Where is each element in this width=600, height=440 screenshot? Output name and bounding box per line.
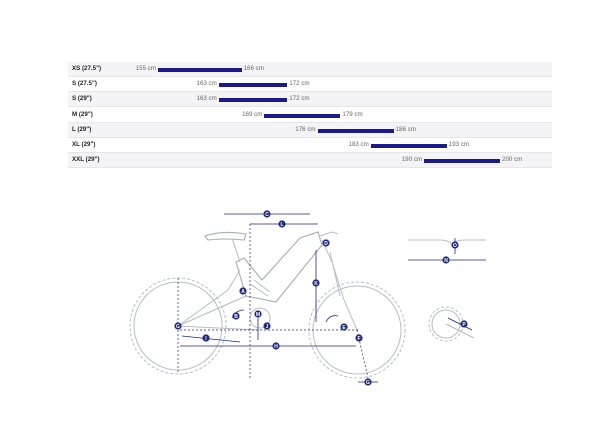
height-range-bar	[218, 98, 288, 103]
handlebar-detail	[408, 239, 486, 245]
max-height-label: 172 cm	[289, 95, 310, 103]
max-height-label: 200 cm	[502, 156, 523, 164]
min-height-label: 163 cm	[196, 95, 217, 103]
min-height-label: 155 cm	[135, 65, 156, 72]
max-height-label: 179 cm	[342, 110, 363, 118]
min-height-label: 190 cm	[401, 156, 422, 164]
svg-text:K: K	[314, 281, 318, 287]
marker-bb-height: J	[263, 322, 271, 330]
min-height-label: 169 cm	[242, 110, 263, 118]
rear-triangle	[177, 269, 259, 331]
min-height-label: 176 cm	[295, 125, 316, 133]
size-label: S (29")	[72, 95, 92, 103]
size-row: S (29") 163 cm 172 cm	[68, 92, 552, 108]
max-height-label: 186 cm	[395, 125, 416, 133]
size-label: M (29")	[72, 110, 93, 118]
marker-head-angle: E	[340, 323, 348, 331]
marker-reach: L	[278, 220, 286, 228]
marker-wheelbase: H	[272, 342, 280, 350]
size-row: S (27.5") 163 cm 172 cm	[68, 77, 552, 93]
marker-trail: G	[364, 378, 372, 386]
height-range-bar	[218, 83, 288, 88]
svg-text:B: B	[234, 314, 238, 320]
marker-rise: O	[451, 241, 459, 249]
svg-text:G: G	[366, 380, 370, 386]
svg-text:C: C	[265, 212, 269, 218]
marker-head-tube: D	[322, 239, 330, 247]
size-label: XL (29")	[72, 141, 96, 148]
size-label: XXL (29")	[72, 156, 100, 164]
marker-seat-tube: A	[239, 287, 247, 295]
marker-fork-offset: F	[355, 334, 363, 342]
height-range-bar	[264, 113, 341, 118]
max-height-label: 193 cm	[448, 141, 470, 148]
head-angle-arc	[325, 315, 339, 323]
svg-text:I: I	[205, 336, 207, 342]
marker-seat-angle: B	[232, 312, 240, 320]
marker-top-tube: C	[263, 210, 271, 218]
svg-text:D: D	[324, 241, 328, 247]
crank-length-dim-line	[447, 317, 473, 331]
size-row: XL (29") 183 cm 193 cm	[68, 138, 552, 153]
size-label: XS (27.5")	[72, 65, 102, 72]
size-row: L (29") 176 cm 186 cm	[68, 122, 552, 138]
height-range-bar	[158, 68, 242, 72]
marker-stack: K	[312, 279, 320, 287]
svg-text:A: A	[241, 289, 245, 295]
marker-bb-drop: M	[254, 310, 262, 318]
svg-text:L: L	[280, 222, 283, 228]
svg-text:P: P	[462, 322, 466, 328]
svg-text:O: O	[453, 243, 457, 249]
size-label: S (27.5")	[72, 80, 97, 88]
saddle	[204, 231, 247, 241]
max-height-label: 166 cm	[243, 65, 264, 72]
svg-text:N: N	[444, 258, 448, 264]
height-range-bar	[424, 159, 500, 164]
svg-text:E: E	[342, 325, 346, 331]
shock	[249, 279, 271, 297]
svg-text:J: J	[266, 324, 269, 330]
marker-chainstay: I	[202, 334, 210, 342]
bike-frame	[235, 231, 323, 303]
svg-text:F: F	[357, 336, 360, 342]
size-row: M (29") 169 cm 179 cm	[68, 108, 552, 123]
min-height-label: 183 cm	[348, 141, 369, 148]
crank-arm	[445, 323, 475, 339]
min-height-label: 163 cm	[196, 80, 217, 88]
marker-wheel-axle: G	[174, 322, 182, 330]
size-row: XXL (29") 190 cm 200 cm	[68, 153, 552, 169]
size-label: L (29")	[72, 125, 92, 133]
handlebar-stem	[319, 231, 339, 237]
size-row: XS (27.5") 155 cm 166 cm	[68, 62, 552, 77]
svg-text:M: M	[256, 312, 260, 318]
chainstay-dim-line	[181, 335, 241, 343]
marker-crank-length: P	[460, 320, 468, 328]
fork	[321, 239, 358, 331]
height-range-bar	[370, 144, 447, 148]
marker-bar-width: N	[442, 256, 450, 264]
svg-text:H: H	[274, 344, 278, 350]
max-height-label: 172 cm	[289, 80, 310, 88]
height-range-bar	[317, 128, 394, 133]
svg-text:G: G	[176, 324, 180, 330]
seatpost	[231, 237, 241, 263]
